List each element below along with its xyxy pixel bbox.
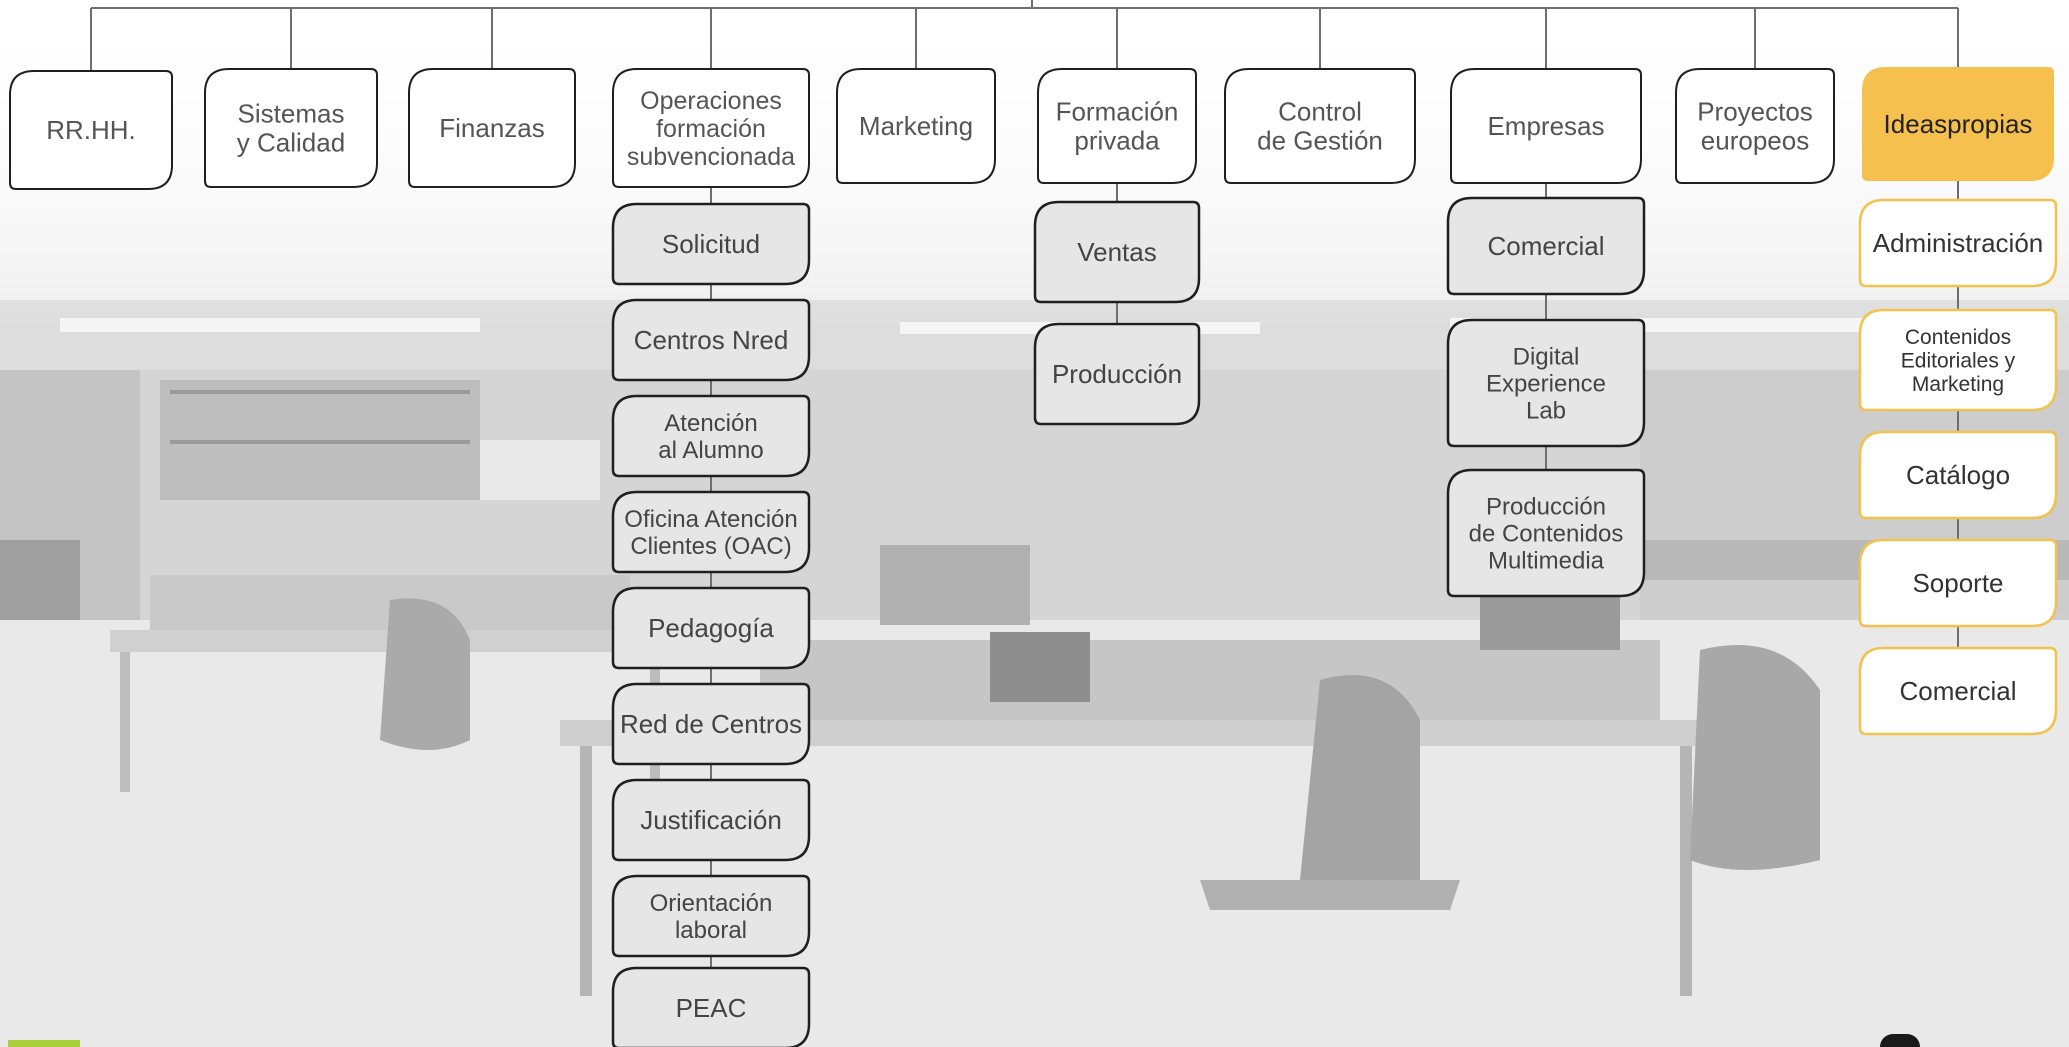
subunit-box — [611, 298, 811, 382]
department-box — [836, 68, 996, 184]
subunit-solicitud[interactable]: Solicitud — [611, 202, 811, 286]
department-label: Marketing — [859, 111, 973, 141]
subunit-pedagogia[interactable]: Pedagogía — [611, 586, 811, 670]
subunit-label: Comercial — [1487, 231, 1604, 261]
subunit-comercial-ideaspropias[interactable]: Comercial — [1858, 646, 2058, 736]
subunit-red-centros[interactable]: Red de Centros — [611, 682, 811, 766]
subunit-label: Administración — [1873, 228, 2044, 258]
department-box — [1224, 68, 1416, 184]
subunit-box — [611, 202, 811, 286]
subunit-label: Solicitud — [662, 229, 760, 259]
subunit-box — [1858, 538, 2058, 628]
subunit-administracion[interactable]: Administración — [1858, 198, 2058, 288]
subunit-box — [1446, 468, 1646, 598]
subunit-box — [611, 682, 811, 766]
subunit-label: Red de Centros — [620, 709, 802, 739]
logo-mark — [1880, 1034, 1920, 1047]
subunit-label: Justificación — [640, 805, 782, 835]
subunit-box — [611, 874, 811, 958]
subunit-box — [1033, 200, 1201, 304]
department-box — [1675, 68, 1835, 184]
subunit-label: Producción — [1052, 359, 1182, 389]
subunit-label: PEAC — [676, 993, 747, 1023]
subunit-box — [1858, 308, 2058, 412]
subunit-box — [1446, 196, 1646, 296]
department-label: Finanzas — [439, 113, 545, 143]
department-box — [1862, 67, 2054, 181]
department-box — [204, 68, 378, 188]
subunit-box — [1446, 318, 1646, 448]
subunit-label: Ventas — [1077, 237, 1157, 267]
department-empresas[interactable]: Empresas — [1450, 68, 1642, 184]
department-label: Ideaspropias — [1884, 109, 2033, 139]
subunit-peac[interactable]: PEAC — [611, 966, 811, 1047]
subunit-box — [1858, 430, 2058, 520]
subunit-soporte[interactable]: Soporte — [1858, 538, 2058, 628]
subunit-label: Soporte — [1912, 568, 2003, 598]
subunit-label: Pedagogía — [648, 613, 774, 643]
subunit-justificacion[interactable]: Justificación — [611, 778, 811, 862]
department-box — [1450, 68, 1642, 184]
department-rrhh[interactable]: RR.HH. — [9, 70, 173, 190]
subunit-box — [1858, 646, 2058, 736]
subunit-ventas[interactable]: Ventas — [1033, 200, 1201, 304]
department-box — [612, 68, 810, 188]
subunit-catalogo[interactable]: Catálogo — [1858, 430, 2058, 520]
brand-tab — [8, 1040, 80, 1047]
department-ideaspropias[interactable]: Ideaspropias — [1862, 67, 2054, 181]
subunit-box — [611, 778, 811, 862]
department-label: RR.HH. — [46, 115, 136, 145]
department-box — [408, 68, 576, 188]
subunit-box — [611, 586, 811, 670]
department-box — [9, 70, 173, 190]
subunit-box — [611, 490, 811, 574]
subunit-label: Comercial — [1899, 676, 2016, 706]
subunit-box — [611, 966, 811, 1047]
subunit-box — [1858, 198, 2058, 288]
subunit-produccion[interactable]: Producción — [1033, 322, 1201, 426]
subunit-box — [1033, 322, 1201, 426]
subunit-label: Centros Nred — [634, 325, 789, 355]
subunit-comercial-empresas[interactable]: Comercial — [1446, 196, 1646, 296]
department-finanzas[interactable]: Finanzas — [408, 68, 576, 188]
subunit-box — [611, 394, 811, 478]
department-marketing[interactable]: Marketing — [836, 68, 996, 184]
department-box — [1037, 68, 1197, 184]
subunit-label: Catálogo — [1906, 460, 2010, 490]
subunit-centros-nred[interactable]: Centros Nred — [611, 298, 811, 382]
department-label: Empresas — [1487, 111, 1604, 141]
